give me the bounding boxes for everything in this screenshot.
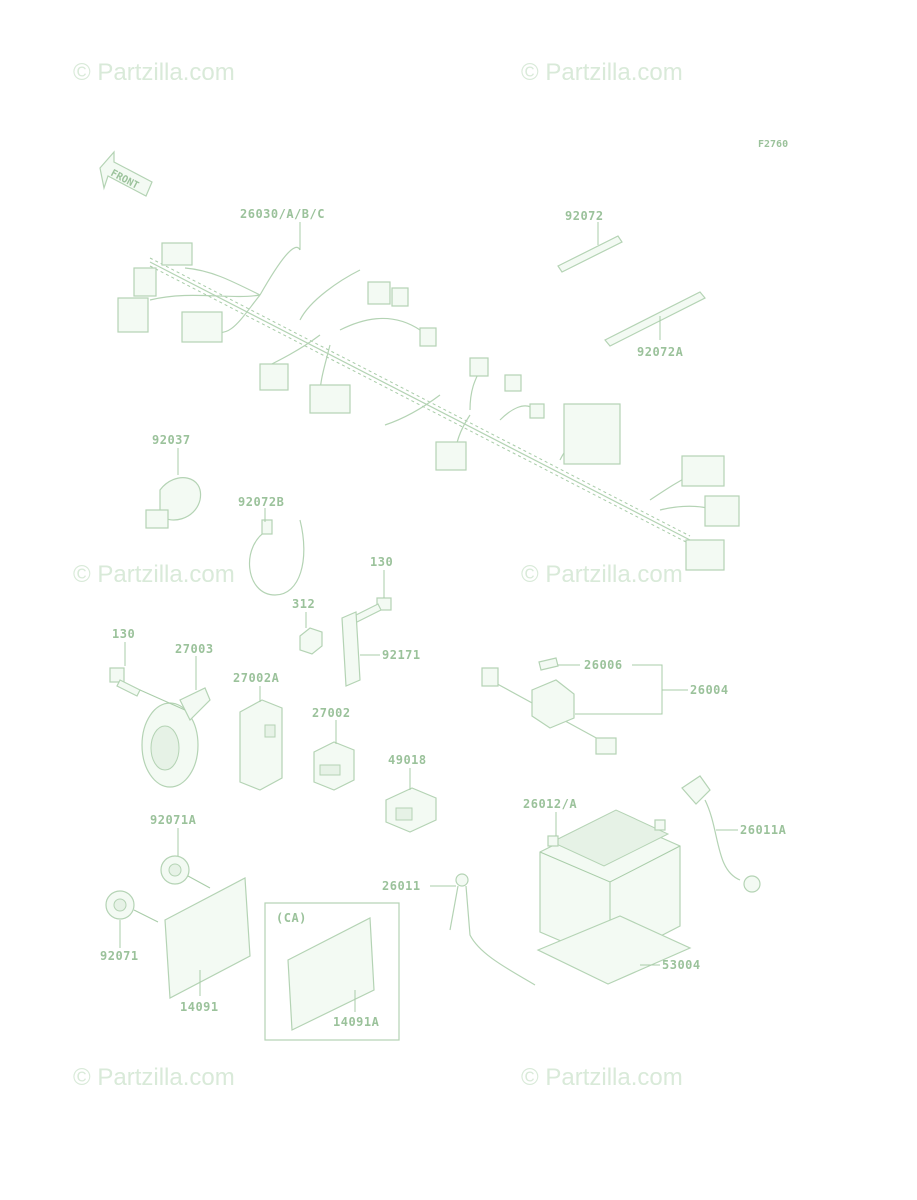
cable-26011-drawing [430,873,536,986]
front-arrow-icon: FRONT [99,150,153,197]
horn-27003-drawing [139,656,211,788]
battery-26012-drawing [539,809,681,963]
sheet-53004-drawing [536,915,692,985]
svg-text:© Partzilla.com: © Partzilla.com [73,561,235,588]
label-27002: 27002 [312,706,351,720]
svg-text:© Partzilla.com: © Partzilla.com [521,561,683,588]
connector-49018-drawing [385,768,437,833]
label-312: 312 [292,597,315,611]
label-14091A: 14091A [333,1015,380,1029]
svg-text:© Partzilla.com: © Partzilla.com [73,59,235,86]
label-26012: 26012/A [523,797,577,811]
cover-14091A-drawing [287,917,375,1031]
label-14091: 14091 [180,1000,219,1014]
label-130-upper: 130 [370,555,393,569]
label-27003: 27003 [175,642,214,656]
ca-inset-box [264,902,400,1041]
svg-text:© Partzilla.com: © Partzilla.com [73,1064,235,1091]
label-92072A: 92072A [637,345,684,359]
label-92171: 92171 [382,648,421,662]
watermark-mid-right: © Partzilla.com [521,561,683,588]
label-26030: 26030/A/B/C [240,207,325,221]
bracket-92171-drawing [341,611,380,687]
label-26004: 26004 [690,683,729,697]
label-53004: 53004 [662,958,701,972]
label-26011: 26011 [382,879,421,893]
figure-code: F2760 [758,139,788,150]
label-26006: 26006 [584,658,623,672]
fuse-holder-26004-drawing [481,657,688,755]
label-92071A: 92071A [150,813,197,827]
watermark-bottom-left: © Partzilla.com [73,1064,235,1091]
watermark-top-left: © Partzilla.com [73,59,235,86]
clamp-92037-drawing [145,448,202,529]
svg-text:© Partzilla.com: © Partzilla.com [521,1064,683,1091]
nut-312-drawing [299,612,323,655]
watermark-mid-left: © Partzilla.com [73,561,235,588]
label-26011A: 26011A [740,823,787,837]
label-130-lower: 130 [112,627,135,641]
damper-92071-drawing [105,890,159,948]
label-27002A: 27002A [233,671,280,685]
svg-text:© Partzilla.com: © Partzilla.com [521,59,683,86]
cable-26011A-drawing [681,775,761,893]
label-92072: 92072 [565,209,604,223]
relay-27002A-drawing [239,686,283,791]
label-49018: 49018 [388,753,427,767]
relay-27002-drawing [313,720,355,791]
label-ca: (CA) [276,911,307,925]
watermark-bottom-right: © Partzilla.com [521,1064,683,1091]
label-92071: 92071 [100,949,139,963]
damper-92071A-drawing [160,828,211,889]
bolt-130-lower-drawing [109,642,141,697]
label-92037: 92037 [152,433,191,447]
watermark-top-right: © Partzilla.com [521,59,683,86]
label-92072B: 92072B [238,495,284,509]
cable-tie-92072-drawing [557,222,623,273]
cable-tie-92072A-drawing [604,291,706,347]
cover-14091-drawing [164,877,251,999]
wiring-harness-drawing [117,222,740,571]
band-92072B-drawing [248,508,305,596]
